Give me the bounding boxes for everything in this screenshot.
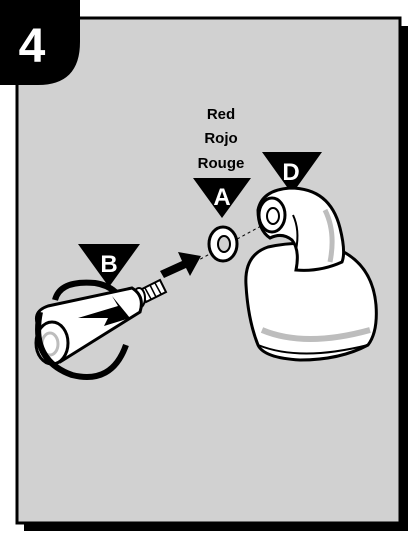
step-number: 4 bbox=[19, 20, 46, 73]
color-note-french: Rouge bbox=[198, 155, 245, 172]
red-washer bbox=[209, 227, 237, 261]
callout-b-label: B bbox=[100, 251, 117, 278]
color-note-spanish: Rojo bbox=[204, 130, 237, 147]
callout-d-label: D bbox=[282, 159, 299, 186]
color-note-english: Red bbox=[207, 106, 235, 123]
callout-a-label: A bbox=[213, 184, 230, 211]
step-number-badge: 4 bbox=[0, 0, 80, 85]
